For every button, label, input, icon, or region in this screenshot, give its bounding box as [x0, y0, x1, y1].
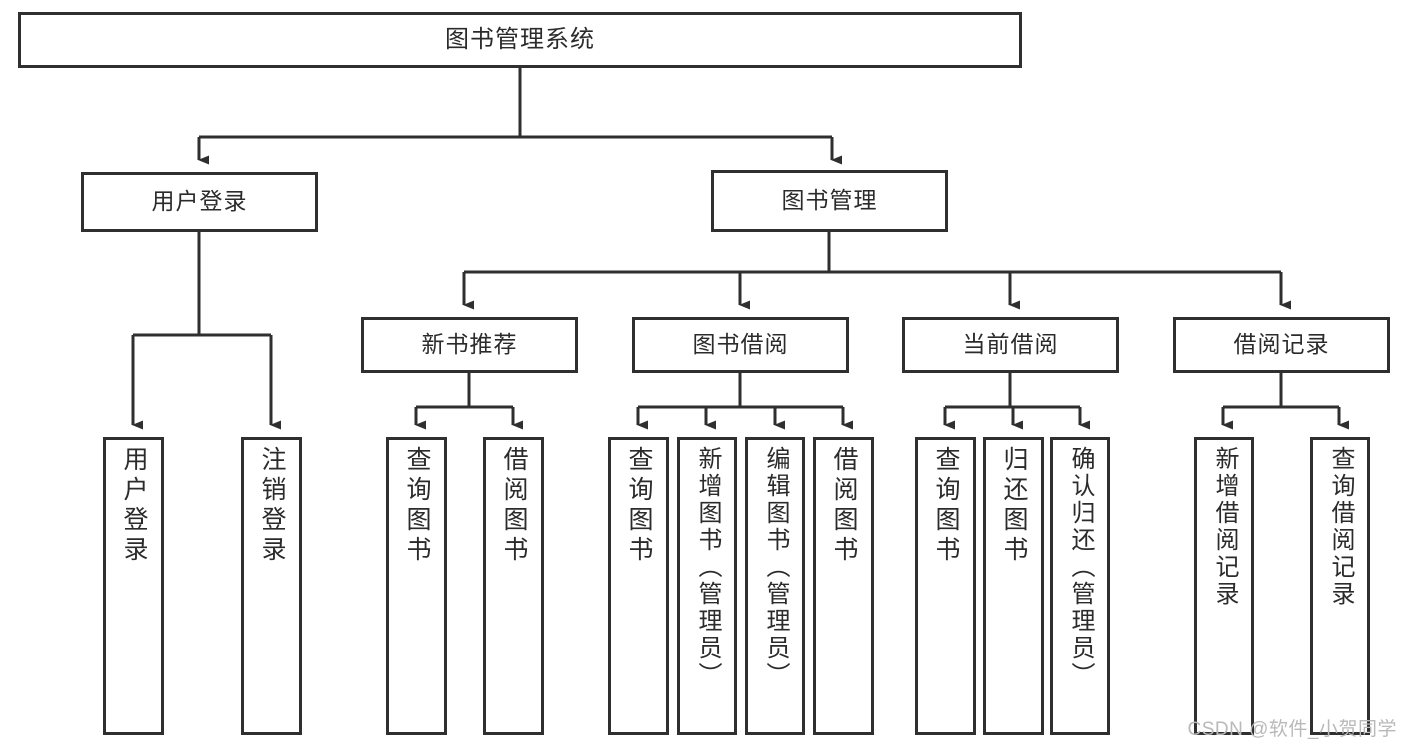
node-label: 查询借阅记录: [1327, 446, 1354, 608]
node-label: 新增借阅记录: [1211, 446, 1238, 608]
node-label: 注销登录: [258, 446, 286, 566]
leaf-user-login[interactable]: 用户登录: [103, 437, 164, 735]
node-current-borrow[interactable]: 当前借阅: [902, 317, 1119, 373]
leaf-query-book-recommend[interactable]: 查询图书: [386, 437, 447, 735]
node-label: 查询图书: [932, 446, 960, 566]
node-book-borrow[interactable]: 图书借阅: [632, 317, 849, 373]
node-label: 确认归还（管理员）: [1067, 446, 1094, 689]
leaf-query-borrow-record[interactable]: 查询借阅记录: [1310, 437, 1370, 735]
leaf-logout[interactable]: 注销登录: [241, 437, 302, 735]
node-label: 图书管理: [781, 187, 878, 214]
node-borrow-record[interactable]: 借阅记录: [1173, 317, 1390, 373]
leaf-return-book[interactable]: 归还图书: [983, 437, 1044, 735]
node-new-book-recommend[interactable]: 新书推荐: [361, 317, 578, 373]
node-root-system[interactable]: 图书管理系统: [18, 12, 1022, 68]
node-label: 图书管理系统: [445, 25, 595, 53]
node-label: 借阅图书: [500, 446, 528, 566]
node-user-login[interactable]: 用户登录: [81, 172, 318, 232]
node-label: 用户登录: [151, 188, 248, 215]
leaf-edit-book-admin[interactable]: 编辑图书（管理员）: [745, 437, 805, 735]
node-book-management[interactable]: 图书管理: [711, 170, 948, 232]
node-label: 借阅图书: [830, 446, 858, 566]
node-label: 图书借阅: [692, 331, 789, 358]
node-label: 用户登录: [120, 446, 148, 566]
leaf-query-book-current[interactable]: 查询图书: [915, 437, 976, 735]
leaf-borrow-book-recommend[interactable]: 借阅图书: [483, 437, 544, 735]
node-label: 编辑图书（管理员）: [762, 446, 789, 689]
node-label: 新书推荐: [421, 331, 518, 358]
leaf-borrow-book[interactable]: 借阅图书: [813, 437, 874, 735]
node-label: 当前借阅: [962, 331, 1059, 358]
node-label: 查询图书: [625, 446, 653, 566]
leaf-add-book-admin[interactable]: 新增图书（管理员）: [677, 437, 737, 735]
leaf-confirm-return-admin[interactable]: 确认归还（管理员）: [1050, 437, 1110, 735]
leaf-add-borrow-record[interactable]: 新增借阅记录: [1194, 437, 1254, 735]
node-label: 借阅记录: [1233, 331, 1330, 358]
node-label: 归还图书: [1000, 446, 1028, 566]
leaf-query-book-borrow[interactable]: 查询图书: [608, 437, 669, 735]
node-label: 新增图书（管理员）: [694, 446, 721, 689]
node-label: 查询图书: [403, 446, 431, 566]
